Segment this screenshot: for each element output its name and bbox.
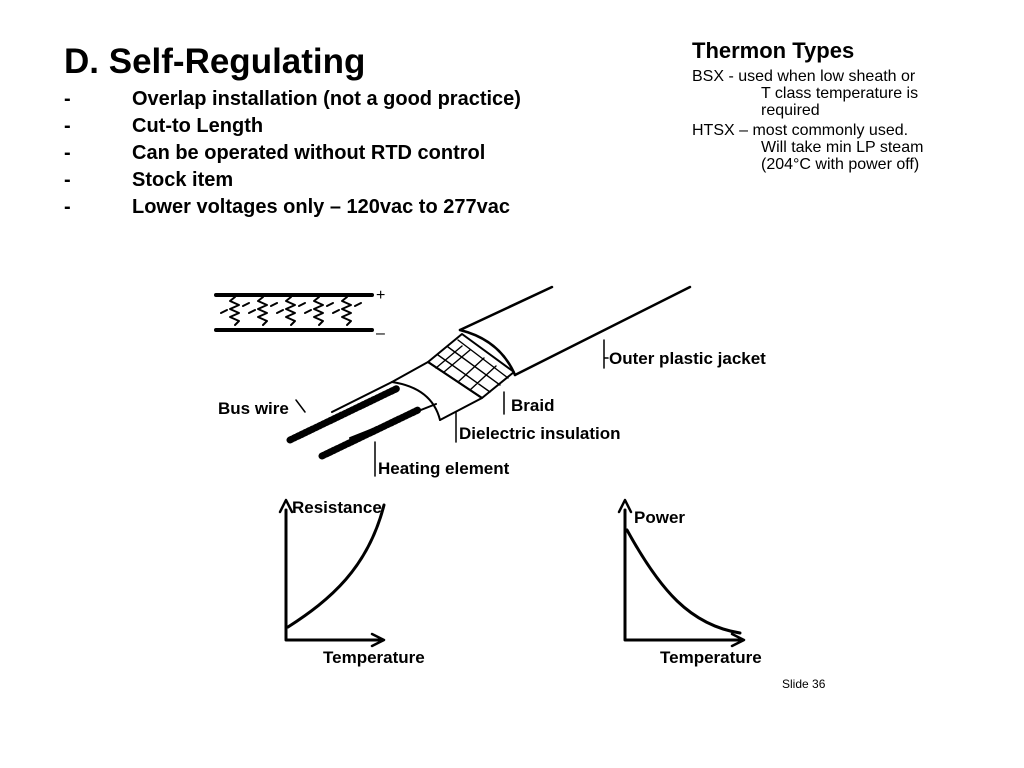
- leader-bus-wire: [295, 399, 306, 413]
- circuit-schematic: [214, 293, 374, 332]
- dielectric-end: [391, 381, 441, 421]
- element-zigzag: [332, 296, 362, 326]
- bullet-text: Overlap installation (not a good practic…: [132, 88, 521, 110]
- bus-wire-2: [318, 406, 422, 460]
- jacket-end: [458, 328, 517, 377]
- bullet-item: - Overlap installation (not a good practi…: [60, 86, 521, 113]
- element-zigzag: [248, 296, 278, 326]
- bullet-list: - Overlap installation (not a good practi…: [60, 86, 521, 221]
- resistance-curve: [286, 503, 386, 629]
- polarity-minus: –: [376, 325, 385, 342]
- leader-outer-jacket: [603, 339, 609, 369]
- bullet-dash: -: [64, 169, 71, 191]
- type-htsx: HTSX – most commonly used. Will take min…: [692, 122, 992, 173]
- power-y-arrow: [617, 498, 633, 514]
- label-bus-wire: Bus wire: [218, 399, 289, 418]
- resistance-xlabel: Temperature: [323, 648, 425, 667]
- type-htsx-line3: (204°C with power off): [761, 156, 920, 173]
- element-zigzag: [276, 296, 306, 326]
- resistance-ylabel: Resistance: [292, 498, 382, 517]
- bullet-item: - Stock item: [60, 167, 521, 194]
- cable-illustration: [286, 285, 692, 477]
- thermon-types-title: Thermon Types: [692, 38, 855, 63]
- bullet-text: Cut-to Length: [132, 115, 264, 137]
- bullet-item: - Cut-to Length: [60, 113, 521, 140]
- label-heating-element: Heating element: [378, 459, 510, 478]
- power-ylabel: Power: [634, 508, 685, 527]
- dielectric-layer: [391, 361, 483, 421]
- power-x-arrow: [730, 632, 746, 648]
- jacket-top-edge: [458, 285, 554, 332]
- type-bsx-line2: T class temperature is: [761, 85, 919, 102]
- label-braid: Braid: [511, 396, 554, 415]
- power-curve: [625, 528, 742, 635]
- type-bsx-lead: BSX - used when low sheath or: [692, 68, 916, 85]
- slide-number: Slide 36: [782, 677, 826, 691]
- bullet-text: Can be operated without RTD control: [132, 142, 486, 164]
- bullet-item: - Can be operated without RTD control: [60, 140, 521, 167]
- element-zigzag: [304, 296, 334, 326]
- bullet-dash: -: [64, 88, 71, 110]
- jacket-bottom-edge: [513, 285, 692, 377]
- thermon-types-panel: Thermon Types BSX - used when low sheath…: [692, 38, 992, 176]
- label-outer-jacket: Outer plastic jacket: [609, 349, 766, 368]
- slide-title: D. Self-Regulating: [64, 42, 366, 81]
- resistance-axes: [284, 508, 382, 642]
- braid-weave: [435, 339, 509, 393]
- resistance-x-arrow: [370, 632, 386, 648]
- bullet-dash: -: [64, 196, 71, 218]
- bullet-dash: -: [64, 115, 71, 137]
- element-zigzag: [220, 296, 250, 326]
- power-axes: [623, 508, 742, 642]
- bullet-text: Stock item: [132, 169, 234, 191]
- bullet-text: Lower voltages only – 120vac to 277vac: [132, 196, 510, 218]
- polarity-plus: +: [376, 287, 385, 304]
- bullet-item: - Lower voltages only – 120vac to 277vac: [60, 194, 521, 221]
- type-htsx-line2: Will take min LP steam: [761, 139, 924, 156]
- resistance-y-arrow: [278, 498, 294, 514]
- power-xlabel: Temperature: [660, 648, 762, 667]
- type-bsx-line3: required: [761, 102, 820, 119]
- bullet-dash: -: [64, 142, 71, 164]
- resistance-graph: [278, 498, 386, 648]
- bus-wire-1: [286, 384, 402, 444]
- type-htsx-lead: HTSX – most commonly used.: [692, 122, 909, 139]
- power-graph: [617, 498, 746, 648]
- label-dielectric: Dielectric insulation: [459, 424, 621, 443]
- type-bsx: BSX - used when low sheath or T class te…: [692, 68, 992, 119]
